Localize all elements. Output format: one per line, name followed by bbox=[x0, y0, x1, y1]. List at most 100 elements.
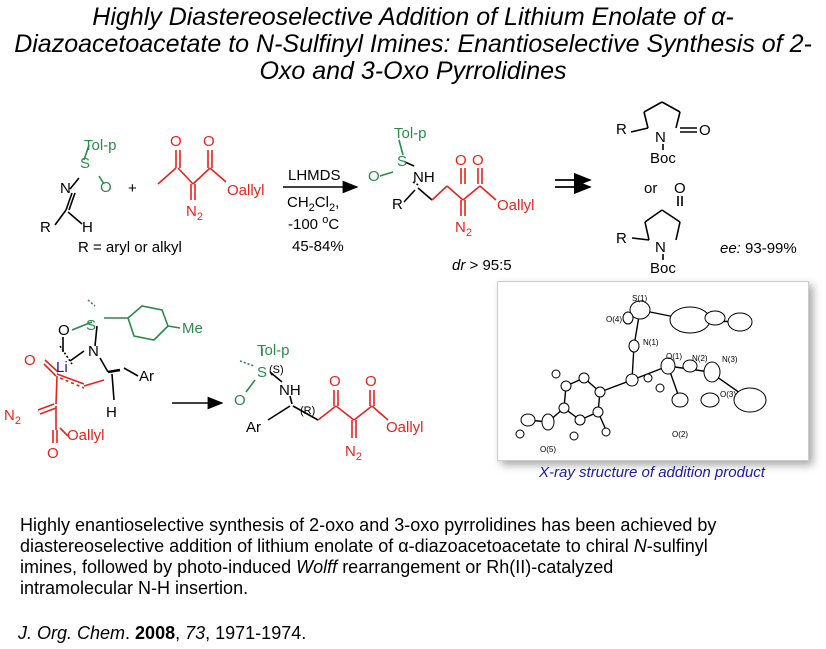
three-oxo-boc: Boc bbox=[650, 260, 676, 277]
ts-n2: N2 bbox=[4, 407, 21, 427]
final-ketone-o: O bbox=[329, 373, 341, 390]
ts-sulfur: S bbox=[86, 317, 96, 334]
ts-enolate-o: O bbox=[24, 352, 36, 369]
citation-journal: J. Org. Chem bbox=[18, 623, 126, 643]
ester-carbonyl-o: O bbox=[203, 133, 215, 150]
product-r: R bbox=[392, 196, 403, 213]
ts-lithium: Li bbox=[56, 359, 68, 376]
imine-sulfur: S bbox=[80, 155, 90, 172]
ester-ketone-o: O bbox=[170, 133, 182, 150]
citation-sep: , bbox=[175, 623, 186, 643]
imine-nitrogen: N bbox=[60, 180, 71, 197]
multistep-arrow bbox=[555, 172, 592, 195]
three-oxo-o: O bbox=[674, 180, 686, 197]
italic-wolff: Wolff bbox=[296, 557, 338, 577]
italic-n: N bbox=[633, 536, 647, 556]
two-oxo-pyrrolidine bbox=[630, 101, 697, 150]
xray-label-n2: N(2) bbox=[692, 354, 708, 363]
xray-atom-labels: S(1) O(4) N(1) O(1) N(2) N(3) O(3) O(2) … bbox=[540, 294, 738, 454]
final-n2: N2 bbox=[345, 443, 362, 463]
xray-label-s1: S(1) bbox=[632, 294, 647, 303]
xray-label-o5: O(5) bbox=[540, 445, 556, 454]
r-definition: R = aryl or alkyl bbox=[78, 239, 182, 256]
title-line-2: Diazoacetoacetate to N-Sulfinyl Imines: … bbox=[14, 30, 812, 58]
product-oxygen: O bbox=[368, 168, 380, 185]
xray-label-o1: O(1) bbox=[666, 352, 682, 361]
ts-nitrogen: N bbox=[88, 343, 99, 360]
or-label: or bbox=[644, 180, 657, 197]
diastereomeric-ratio: dr > 95:5 bbox=[452, 257, 512, 274]
title-line-3: Oxo and 3-Oxo Pyrrolidines bbox=[259, 57, 567, 85]
three-oxo-pyrrolidine bbox=[631, 196, 683, 260]
product-nh: NH bbox=[413, 169, 435, 186]
summary-line-3: imines, followed by photo-induced Wolff … bbox=[20, 557, 820, 578]
configured-product-structure bbox=[239, 348, 389, 438]
addition-product-structure bbox=[379, 139, 497, 216]
citation: J. Org. Chem. 2008, 73, 1971-1974. bbox=[18, 623, 306, 644]
diazo-ester-structure bbox=[157, 150, 227, 200]
imine-oxygen: O bbox=[100, 179, 112, 196]
product-tolp: Tol-p bbox=[394, 125, 427, 142]
citation-volume: 73 bbox=[185, 623, 206, 643]
summary-text: imines, followed by photo-induced bbox=[20, 557, 297, 577]
reagent-lhmds: LHMDS bbox=[288, 167, 341, 184]
two-oxo-o: O bbox=[699, 122, 711, 139]
final-sulfur: S bbox=[257, 364, 267, 381]
alpha-symbol: α bbox=[398, 536, 409, 556]
xray-label-o3: O(3) bbox=[720, 390, 736, 399]
sulfinyl-imine-structure bbox=[54, 144, 105, 226]
summary-line-1: Highly enantioselective synthesis of 2-o… bbox=[20, 515, 717, 535]
reagent-solvent: CH2Cl2, bbox=[287, 194, 339, 214]
three-oxo-n: N bbox=[655, 239, 666, 256]
xray-label-o2: O(2) bbox=[672, 430, 688, 439]
final-oallyl: Oallyl bbox=[386, 419, 424, 436]
reaction-yield: 45-84% bbox=[292, 238, 344, 255]
citation-year: 2008 bbox=[135, 623, 176, 643]
final-ester-o: O bbox=[365, 373, 377, 390]
ester-n2: N2 bbox=[186, 203, 203, 223]
citation-sep: . bbox=[125, 623, 136, 643]
ts-h: H bbox=[106, 404, 117, 421]
three-oxo-r: R bbox=[616, 230, 627, 247]
ts-oallyl: Oallyl bbox=[67, 427, 105, 444]
imine-tolp: Tol-p bbox=[84, 137, 117, 154]
title-line-1: Highly Diastereoselective Addition of Li… bbox=[92, 3, 734, 31]
summary-line-2: diastereoselective addition of lithium e… bbox=[20, 536, 820, 557]
ts-methyl: Me bbox=[182, 320, 203, 337]
two-oxo-r: R bbox=[616, 121, 627, 138]
ester-oallyl: Oallyl bbox=[227, 182, 265, 199]
two-oxo-boc: Boc bbox=[650, 150, 676, 167]
final-nh: NH bbox=[279, 382, 301, 399]
summary-text: diastereoselective addition of lithium e… bbox=[20, 536, 399, 556]
reagent-temperature: -100 oC bbox=[288, 214, 339, 233]
summary-paragraph: Highly enantioselective synthesis of 2-o… bbox=[20, 515, 820, 599]
product-oallyl: Oallyl bbox=[497, 197, 535, 214]
summary-line-4: intramolecular N-H insertion. bbox=[20, 578, 249, 598]
ts-ester-o: O bbox=[47, 445, 59, 462]
imine-r: R bbox=[40, 219, 51, 236]
product-ketone-o: O bbox=[455, 152, 467, 169]
xray-label-n1: N(1) bbox=[643, 338, 659, 347]
xray-label-n3: N(3) bbox=[722, 355, 738, 364]
page-title: Highly Diastereoselective Addition of Li… bbox=[0, 4, 826, 85]
xray-caption: X-ray structure of addition product bbox=[539, 464, 765, 481]
xray-structure-panel bbox=[497, 281, 809, 461]
final-ar: Ar bbox=[246, 419, 261, 436]
product-sulfur: S bbox=[397, 153, 407, 170]
summary-text: rearrangement or Rh(II)-catalyzed bbox=[337, 557, 614, 577]
ts-ar: Ar bbox=[139, 368, 154, 385]
xray-ortep-drawing bbox=[515, 300, 767, 441]
final-tolp: Tol-p bbox=[257, 342, 290, 359]
summary-text: -sulfinyl bbox=[646, 536, 708, 556]
product-ester-o: O bbox=[472, 152, 484, 169]
final-oxygen: O bbox=[234, 392, 246, 409]
product-n2: N2 bbox=[455, 219, 472, 239]
citation-pages: , 1971-1974. bbox=[205, 623, 307, 643]
final-r-config: (R) bbox=[300, 405, 315, 417]
ts-oxygen: O bbox=[58, 322, 70, 339]
transition-state-structure bbox=[37, 299, 181, 443]
summary-text: -diazoacetoacetate to chiral bbox=[408, 536, 634, 556]
plus-sign: + bbox=[128, 180, 137, 197]
two-oxo-n: N bbox=[655, 129, 666, 146]
